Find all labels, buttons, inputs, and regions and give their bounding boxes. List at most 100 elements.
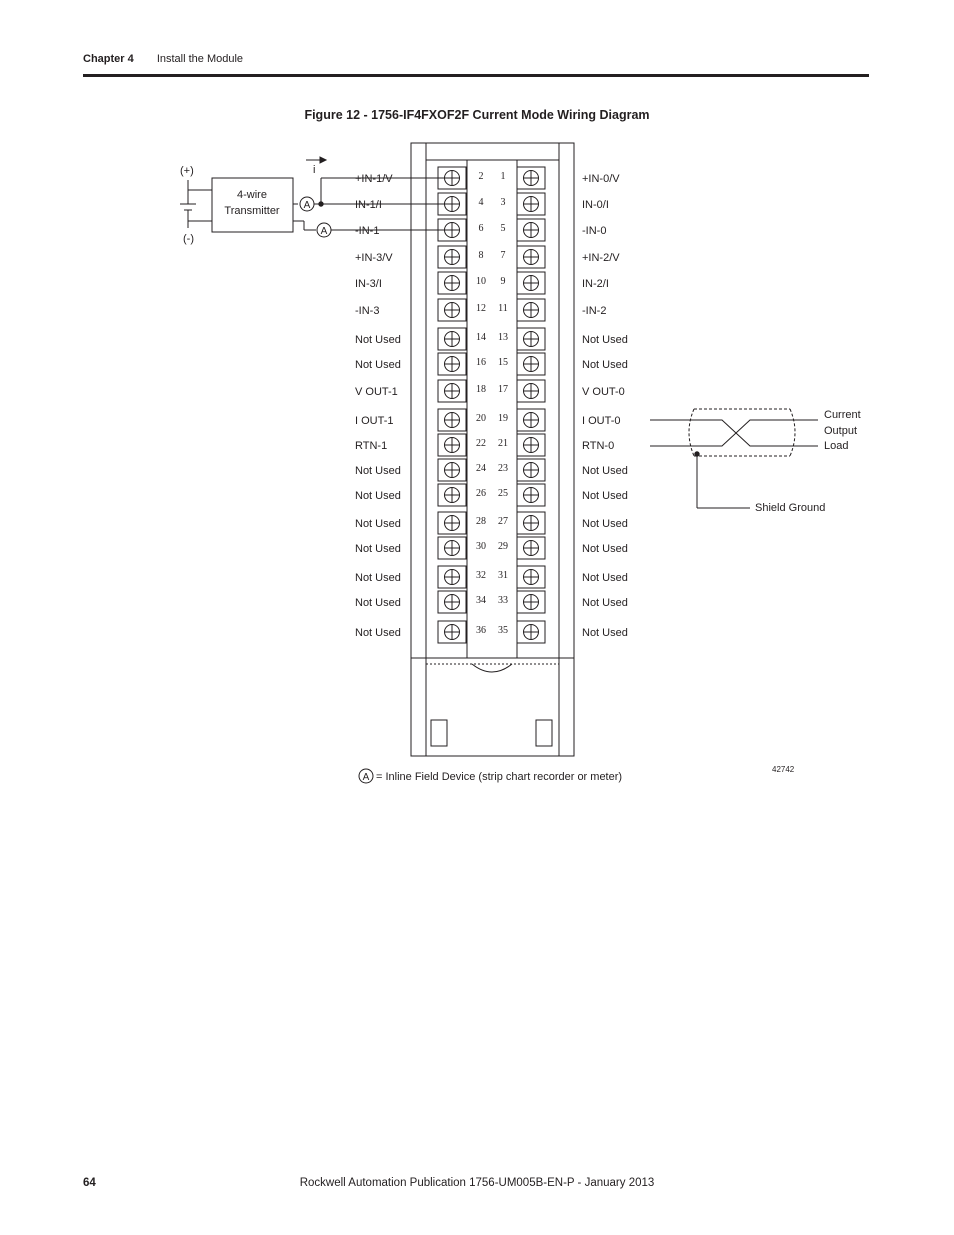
screw-terminal-left [437,166,467,190]
terminal-label-left: -IN-1 [355,225,379,237]
page-header: Chapter 4 Install the Module [83,53,243,65]
screw-terminal-left [437,590,467,614]
screw-terminal-left [437,458,467,482]
terminal-number-odd: 27 [498,516,508,527]
figure-title: Figure 12 - 1756-IF4FXOF2F Current Mode … [304,108,650,122]
screw-terminal-right [516,166,546,190]
screw-terminal-left [437,408,467,432]
terminal-number-odd: 17 [498,384,508,395]
terminal-number-odd: 11 [498,303,508,314]
terminal-label-right: +IN-0/V [582,173,620,185]
terminal-label-left: -IN-3 [355,305,379,317]
screw-terminal-right [516,271,546,295]
load-label-1: Current [824,409,861,421]
screw-terminal-right [516,218,546,242]
terminal-label-right: Not Used [582,465,628,477]
legend-symbol-circle [358,768,374,784]
screw-terminal-right [516,379,546,403]
terminal-number-even: 20 [476,413,486,424]
screw-terminal-right [516,620,546,644]
screw-terminal-left [437,511,467,535]
terminal-number-odd: 5 [501,223,506,234]
transmitter-label-1: 4-wire [237,189,267,201]
terminal-label-right: Not Used [582,359,628,371]
screw-terminal-left [437,192,467,216]
base-slot-left [430,719,448,747]
screw-terminal-left [437,298,467,322]
terminal-label-right: Not Used [582,518,628,530]
twist-b [712,419,760,447]
terminal-label-left: Not Used [355,334,401,346]
terminal-number-even: 10 [476,276,486,287]
figure-legend: A = Inline Field Device (strip chart rec… [358,765,795,784]
terminal-label-left: Not Used [355,597,401,609]
terminal-label-right: +IN-2/V [582,252,620,264]
page-number: 64 [83,1177,96,1189]
terminal-label-left: Not Used [355,518,401,530]
screw-terminal-right [516,433,546,457]
terminal-number-even: 34 [476,595,486,606]
terminal-label-left: Not Used [355,543,401,555]
screw-terminal-left [437,565,467,589]
terminal-number-even: 30 [476,541,486,552]
transmitter-label-2: Transmitter [224,205,280,217]
terminal-number-odd: 3 [501,197,506,208]
load-label-2: Output [824,425,857,437]
terminal-label-left: I OUT-1 [355,415,394,427]
screw-terminal-left [437,536,467,560]
screw-terminal-left [437,433,467,457]
terminal-number-even: 4 [479,197,484,208]
screw-terminal-left [437,379,467,403]
terminal-label-left: IN-3/I [355,278,382,290]
shield-right-cap [789,408,796,457]
terminal-number-odd: 15 [498,357,508,368]
section-label: Install the Module [156,53,244,65]
current-symbol: i [313,164,315,176]
figure-id-number: 42742 [772,765,795,774]
terminal-number-odd: 19 [498,413,508,424]
base-slot-right [535,719,553,747]
terminal-label-left: RTN-1 [355,440,387,452]
terminal-number-odd: 29 [498,541,508,552]
current-arrow-head [319,156,328,164]
minus-label: (-) [183,233,194,245]
terminal-label-right: Not Used [582,627,628,639]
terminal-label-right: RTN-0 [582,440,614,452]
screw-terminal-right [516,298,546,322]
terminal-number-even: 6 [479,223,484,234]
inline-device-a2-label: A [321,226,328,237]
base-notch [471,663,513,673]
screw-terminal-left [437,245,467,269]
terminal-label-left: Not Used [355,490,401,502]
screw-terminal-left [437,218,467,242]
screw-terminal-right [516,408,546,432]
legend-symbol: A [363,772,370,783]
output-load-group: Current Output Load Shield Ground [650,408,861,514]
transmitter-group: (+) (-) 4-wire Transmitter A i A [180,156,452,245]
publication-info: Rockwell Automation Publication 1756-UM0… [299,1177,655,1189]
terminal-number-even: 26 [476,488,486,499]
terminal-number-even: 22 [476,438,486,449]
terminal-label-right: Not Used [582,597,628,609]
terminal-label-left: +IN-1/V [355,173,393,185]
chapter-label: Chapter 4 [83,53,134,65]
screw-terminal-right [516,352,546,376]
terminal-number-odd: 25 [498,488,508,499]
terminal-number-even: 36 [476,625,486,636]
terminal-number-odd: 1 [501,171,506,182]
inline-device-a1-label: A [304,200,311,211]
terminal-number-odd: 21 [498,438,508,449]
module-outer [410,142,575,757]
